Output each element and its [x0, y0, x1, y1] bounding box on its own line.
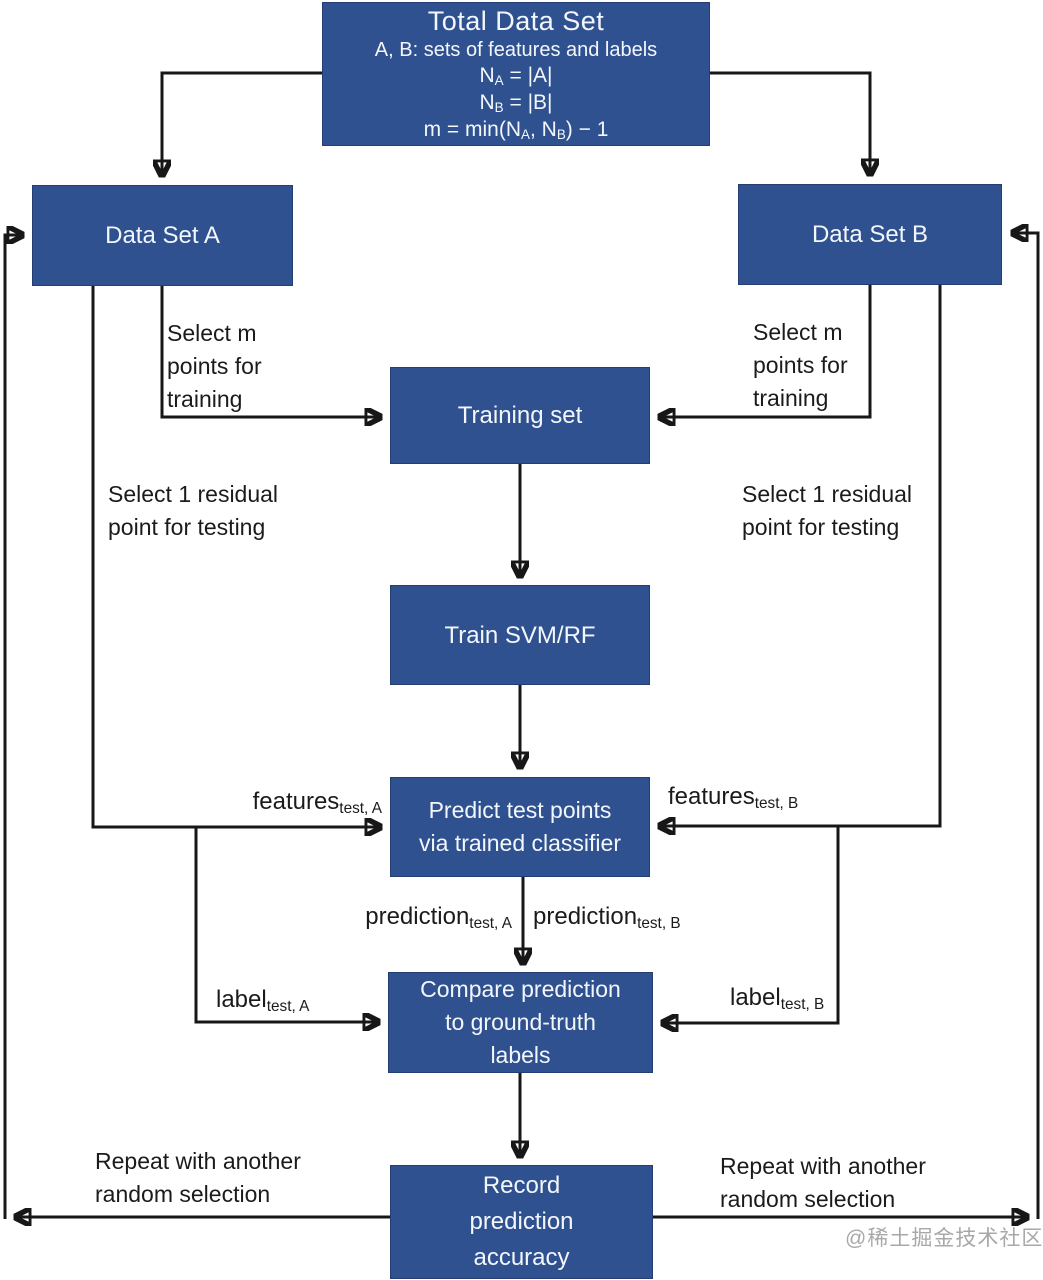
compare-prediction-box: Compare prediction to ground-truth label… — [388, 972, 653, 1073]
total-data-set-box: Total Data Set A, B: sets of features an… — [322, 2, 710, 146]
arrow-data-set-b-to-training-set — [660, 285, 872, 417]
data-set-a-label: Data Set A — [105, 222, 220, 249]
features-test-b-base: features — [668, 783, 755, 810]
arrow-data-set-a-to-training-set — [160, 286, 380, 417]
formula-na-sub: A — [494, 72, 504, 88]
features-test-b-sub: test, B — [754, 794, 799, 812]
formula-na: NA = |A| — [480, 63, 553, 90]
formula-m: m = min(NA, NB) − 1 — [424, 117, 609, 144]
features-test-b-label: featurestest, B — [668, 783, 798, 814]
formula-m-p3: ) − 1 — [565, 117, 609, 141]
prediction-test-a-base: prediction — [365, 903, 470, 930]
arrow-label-b-to-compare — [663, 826, 840, 1023]
prediction-test-b-sub: test, B — [637, 914, 681, 932]
label-test-a-sub: test, A — [266, 997, 310, 1015]
formula-na-rest: = |A| — [503, 63, 553, 87]
features-test-a-base: features — [252, 788, 340, 815]
select-residual-right-label: Select 1 residual point for testing — [742, 481, 913, 540]
label-test-b-sub: test, B — [780, 995, 825, 1013]
training-set-label: Training set — [457, 402, 583, 429]
arrow-loop-right-to-data-set-b — [1013, 233, 1040, 1219]
formula-na-base: N — [479, 63, 495, 87]
formula-m-s1: A — [521, 126, 530, 142]
compare-prediction-label: Compare prediction to ground-truth label… — [420, 976, 621, 1068]
select-m-points-left-label: Select m points for training — [167, 320, 262, 412]
formula-nb: NB = |B| — [480, 90, 553, 117]
label-test-b-base: label — [730, 984, 781, 1011]
label-test-b-label: labeltest, B — [730, 984, 824, 1015]
total-data-set-subtitle: A, B: sets of features and labels — [374, 38, 658, 61]
training-set-box: Training set — [390, 367, 650, 464]
arrow-total-to-data-set-b — [710, 71, 870, 174]
formula-m-p2: , N — [529, 117, 557, 141]
arrow-loop-left-to-data-set-a — [3, 235, 22, 1219]
label-test-a-label: labeltest, A — [216, 986, 309, 1017]
label-test-a-base: label — [216, 986, 267, 1013]
arrow-features-b-to-predict — [660, 285, 942, 826]
arrow-features-a-to-predict — [91, 286, 380, 827]
formula-m-p1: m = min(N — [423, 117, 522, 141]
repeat-right-label: Repeat with another random selection — [720, 1153, 926, 1212]
predict-test-points-box: Predict test points via trained classifi… — [390, 777, 650, 877]
formula-m-s2: B — [556, 126, 566, 142]
train-svm-rf-box: Train SVM/RF — [390, 585, 650, 685]
data-set-b-box: Data Set B — [738, 184, 1002, 285]
formula-nb-sub: B — [494, 99, 504, 115]
arrow-total-to-data-set-a — [162, 71, 322, 175]
watermark-text: @稀土掘金技术社区 — [845, 1227, 1043, 1250]
record-accuracy-box: Record prediction accuracy — [390, 1165, 653, 1279]
features-test-a-label: featurestest, A — [253, 788, 382, 819]
data-set-a-box: Data Set A — [32, 185, 293, 286]
prediction-test-a-label: predictiontest, A — [365, 903, 512, 934]
data-set-b-label: Data Set B — [811, 221, 929, 248]
record-accuracy-label: Record prediction accuracy — [469, 1172, 574, 1271]
formula-nb-rest: = |B| — [503, 90, 553, 114]
prediction-test-a-sub: test, A — [469, 914, 512, 932]
total-data-set-title: Total Data Set — [427, 5, 605, 36]
prediction-test-b-label: predictiontest, B — [533, 903, 681, 934]
select-residual-left-label: Select 1 residual point for testing — [108, 481, 279, 540]
features-test-a-sub: test, A — [339, 799, 382, 817]
repeat-left-label: Repeat with another random selection — [95, 1148, 301, 1207]
select-m-points-right-label: Select m points for training — [753, 319, 848, 411]
train-svm-rf-label: Train SVM/RF — [444, 621, 596, 649]
prediction-test-b-base: prediction — [533, 903, 638, 930]
predict-test-points-label: Predict test points via trained classifi… — [419, 797, 621, 856]
arrow-label-a-to-compare — [194, 827, 378, 1022]
formula-nb-base: N — [479, 90, 495, 114]
